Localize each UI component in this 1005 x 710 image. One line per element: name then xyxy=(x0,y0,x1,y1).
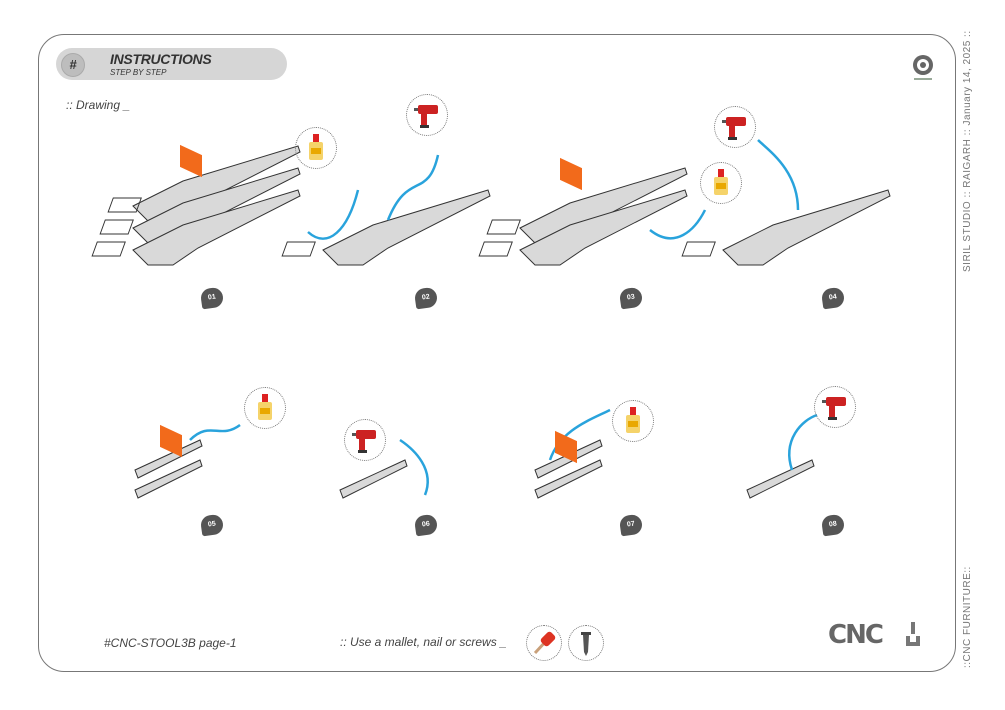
drill-icon xyxy=(814,386,856,428)
direction-arrow-icon xyxy=(307,189,360,240)
cnc-bit-icon xyxy=(906,622,920,646)
direction-arrow-icon xyxy=(399,438,429,496)
step-illustration xyxy=(339,438,429,499)
step-illustration xyxy=(478,167,707,266)
fastener-note: :: Use a mallet, nail or screws _ xyxy=(340,635,507,649)
glue-icon xyxy=(612,400,654,442)
screw-icon xyxy=(568,625,604,661)
direction-arrow-icon xyxy=(189,423,241,441)
page-title: INSTRUCTIONS xyxy=(110,51,212,67)
cnc-logo: CNC xyxy=(828,620,884,650)
step-illustration xyxy=(534,408,611,499)
drill-icon xyxy=(406,94,448,136)
page-frame xyxy=(38,34,956,672)
drill-icon xyxy=(714,106,756,148)
step-illustration xyxy=(281,154,491,266)
section-label: :: Drawing _ xyxy=(66,98,131,112)
direction-arrow-icon xyxy=(788,413,818,471)
glue-icon xyxy=(244,387,286,429)
document-code: #CNC-STOOL3B page-1 xyxy=(104,636,237,650)
glue-icon xyxy=(700,162,742,204)
direction-arrow-icon xyxy=(386,154,440,221)
studio-date-text: SIRIL STUDIO :: RAIGARH :: January 14, 2… xyxy=(962,30,973,272)
direction-arrow-icon xyxy=(649,209,707,240)
glue-icon xyxy=(295,127,337,169)
series-text: ::CNC FURNITURE:: xyxy=(962,566,973,668)
direction-arrow-icon xyxy=(548,408,611,461)
header-pill: # INSTRUCTIONS STEP BY STEP xyxy=(56,48,287,80)
drill-icon xyxy=(344,419,386,461)
step-illustration xyxy=(134,423,241,499)
brand-logo-icon xyxy=(913,55,933,80)
page-subtitle: STEP BY STEP xyxy=(110,68,167,77)
step-illustration xyxy=(91,145,360,266)
step-illustration xyxy=(681,139,891,266)
direction-arrow-icon xyxy=(757,139,800,211)
hash-badge: # xyxy=(61,53,85,77)
mallet-icon xyxy=(526,625,562,661)
step-illustration xyxy=(746,413,818,499)
